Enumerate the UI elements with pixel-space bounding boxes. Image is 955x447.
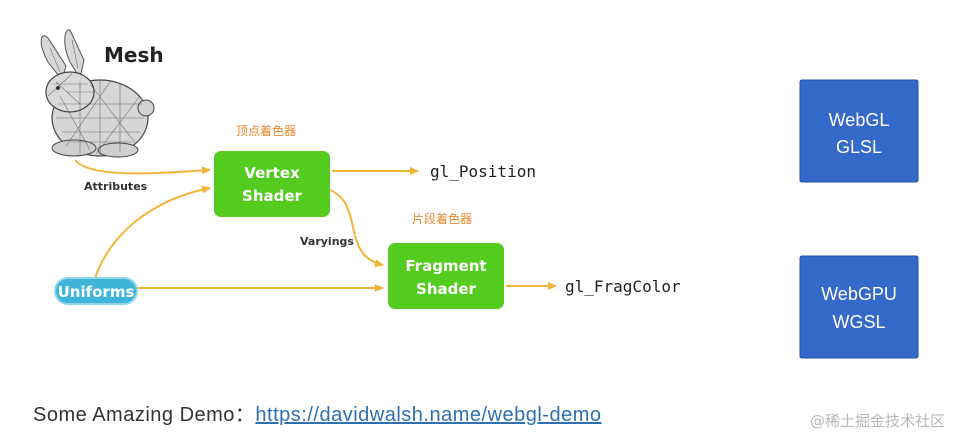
demo-link[interactable]: https://davidwalsh.name/webgl-demo bbox=[255, 404, 602, 426]
uniforms-to-vertex-arrow bbox=[94, 185, 211, 279]
uniforms-pill: Uniforms bbox=[54, 277, 138, 305]
fragment-shader-line2: Shader bbox=[416, 280, 477, 298]
demo-line: Some Amazing Demo：https://davidwalsh.nam… bbox=[33, 398, 601, 427]
webgl-glsl-box: WebGL GLSL bbox=[799, 79, 919, 183]
demo-prefix: Some Amazing Demo： bbox=[33, 404, 256, 426]
attributes-label: Attributes bbox=[84, 180, 148, 193]
vertex-shader-line1: Vertex bbox=[244, 164, 300, 182]
fragment-shader-box: Fragment Shader bbox=[388, 243, 504, 309]
mesh-label: Mesh bbox=[104, 43, 164, 67]
mesh-to-vertex-arrow bbox=[74, 159, 211, 175]
wgsl-label: WGSL bbox=[832, 312, 885, 332]
vertex-shader-cn-label: 顶点着色器 bbox=[236, 123, 296, 138]
vertex-shader-line2: Shader bbox=[242, 187, 303, 205]
webgl-label: WebGL bbox=[829, 110, 890, 130]
uniforms-label: Uniforms bbox=[58, 283, 135, 301]
webgpu-wgsl-box: WebGPU WGSL bbox=[799, 255, 919, 359]
glsl-label: GLSL bbox=[836, 137, 882, 157]
bunny-mesh-icon bbox=[40, 29, 155, 158]
varyings-label: Varyings bbox=[300, 235, 354, 248]
vertex-shader-box: Vertex Shader bbox=[214, 151, 330, 217]
webgpu-label: WebGPU bbox=[821, 284, 897, 304]
pipeline-arrows bbox=[74, 159, 557, 292]
gl-position-label: gl_Position bbox=[430, 162, 536, 181]
fragment-shader-cn-label: 片段着色器 bbox=[412, 211, 472, 226]
fragment-shader-line1: Fragment bbox=[405, 257, 486, 275]
gl-fragcolor-label: gl_FragColor bbox=[565, 277, 681, 296]
vertex-to-fragment-arrow bbox=[329, 189, 384, 268]
juejin-watermark: @稀土掘金技术社区 bbox=[809, 412, 945, 430]
